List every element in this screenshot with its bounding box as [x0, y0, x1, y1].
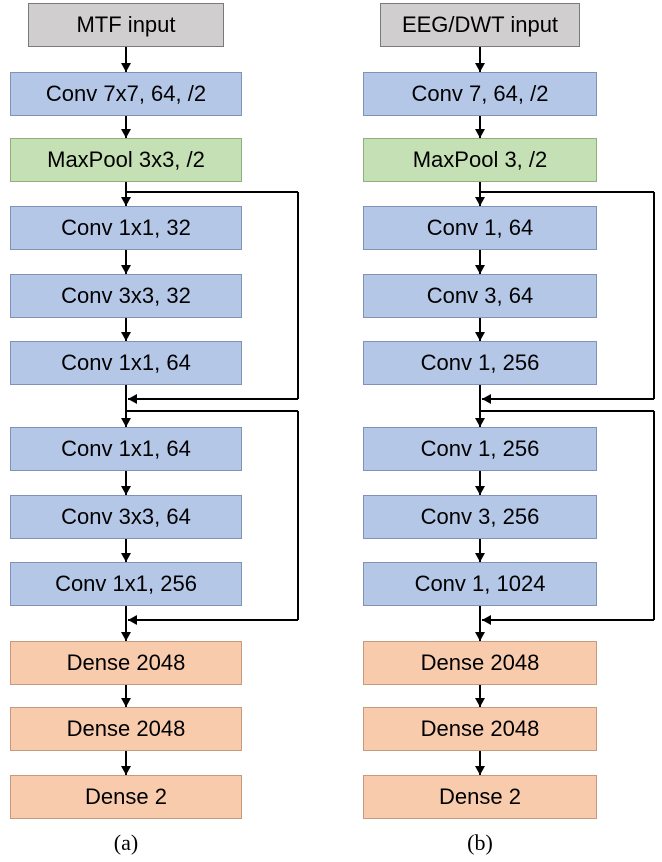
- block-conv: Conv 1, 256: [363, 341, 597, 385]
- arrowhead: [475, 265, 485, 274]
- block-pool: MaxPool 3, /2: [363, 138, 597, 182]
- arrowhead: [475, 197, 485, 206]
- arrowhead: [121, 418, 131, 427]
- block-conv: Conv 1, 64: [363, 206, 597, 250]
- block-dense: Dense 2048: [10, 641, 242, 685]
- block-input: EEG/DWT input: [380, 3, 580, 47]
- arrowhead: [475, 766, 485, 775]
- arrowhead: [121, 265, 131, 274]
- block-conv: Conv 1x1, 64: [10, 427, 242, 471]
- arrowhead: [121, 632, 131, 641]
- block-conv: Conv 3, 256: [363, 495, 597, 539]
- arrowhead: [482, 615, 491, 625]
- block-dense: Dense 2: [363, 775, 597, 819]
- arrowhead: [121, 553, 131, 562]
- block-dense: Dense 2048: [363, 641, 597, 685]
- arrowhead: [475, 129, 485, 138]
- block-dense: Dense 2048: [10, 707, 242, 751]
- block-pool: MaxPool 3x3, /2: [10, 138, 242, 182]
- arrowhead: [482, 394, 491, 404]
- arrowhead: [475, 698, 485, 707]
- block-conv: Conv 7, 64, /2: [363, 72, 597, 116]
- arrowhead: [128, 615, 137, 625]
- block-conv: Conv 1x1, 256: [10, 562, 242, 606]
- arrowhead: [121, 197, 131, 206]
- block-dense: Dense 2048: [363, 707, 597, 751]
- arrowhead: [475, 418, 485, 427]
- block-conv: Conv 1, 1024: [363, 562, 597, 606]
- block-conv: Conv 1, 256: [363, 427, 597, 471]
- block-conv: Conv 1x1, 64: [10, 341, 242, 385]
- arrowhead: [121, 486, 131, 495]
- block-conv: Conv 7x7, 64, /2: [10, 72, 242, 116]
- caption-a: (a): [113, 830, 139, 855]
- block-input: MTF input: [28, 3, 224, 47]
- arrowhead: [121, 129, 131, 138]
- block-dense: Dense 2: [10, 775, 242, 819]
- arrowhead: [121, 63, 131, 72]
- arrowhead: [475, 332, 485, 341]
- arrowhead: [475, 63, 485, 72]
- arrowhead: [121, 766, 131, 775]
- arrowhead: [475, 486, 485, 495]
- block-conv: Conv 1x1, 32: [10, 206, 242, 250]
- block-conv: Conv 3x3, 64: [10, 495, 242, 539]
- block-conv: Conv 3x3, 32: [10, 274, 242, 318]
- caption-b: (b): [467, 830, 493, 855]
- arrowhead: [121, 698, 131, 707]
- arrowhead: [475, 632, 485, 641]
- arrowhead: [475, 553, 485, 562]
- block-conv: Conv 3, 64: [363, 274, 597, 318]
- arrowhead: [128, 394, 137, 404]
- arrowhead: [121, 332, 131, 341]
